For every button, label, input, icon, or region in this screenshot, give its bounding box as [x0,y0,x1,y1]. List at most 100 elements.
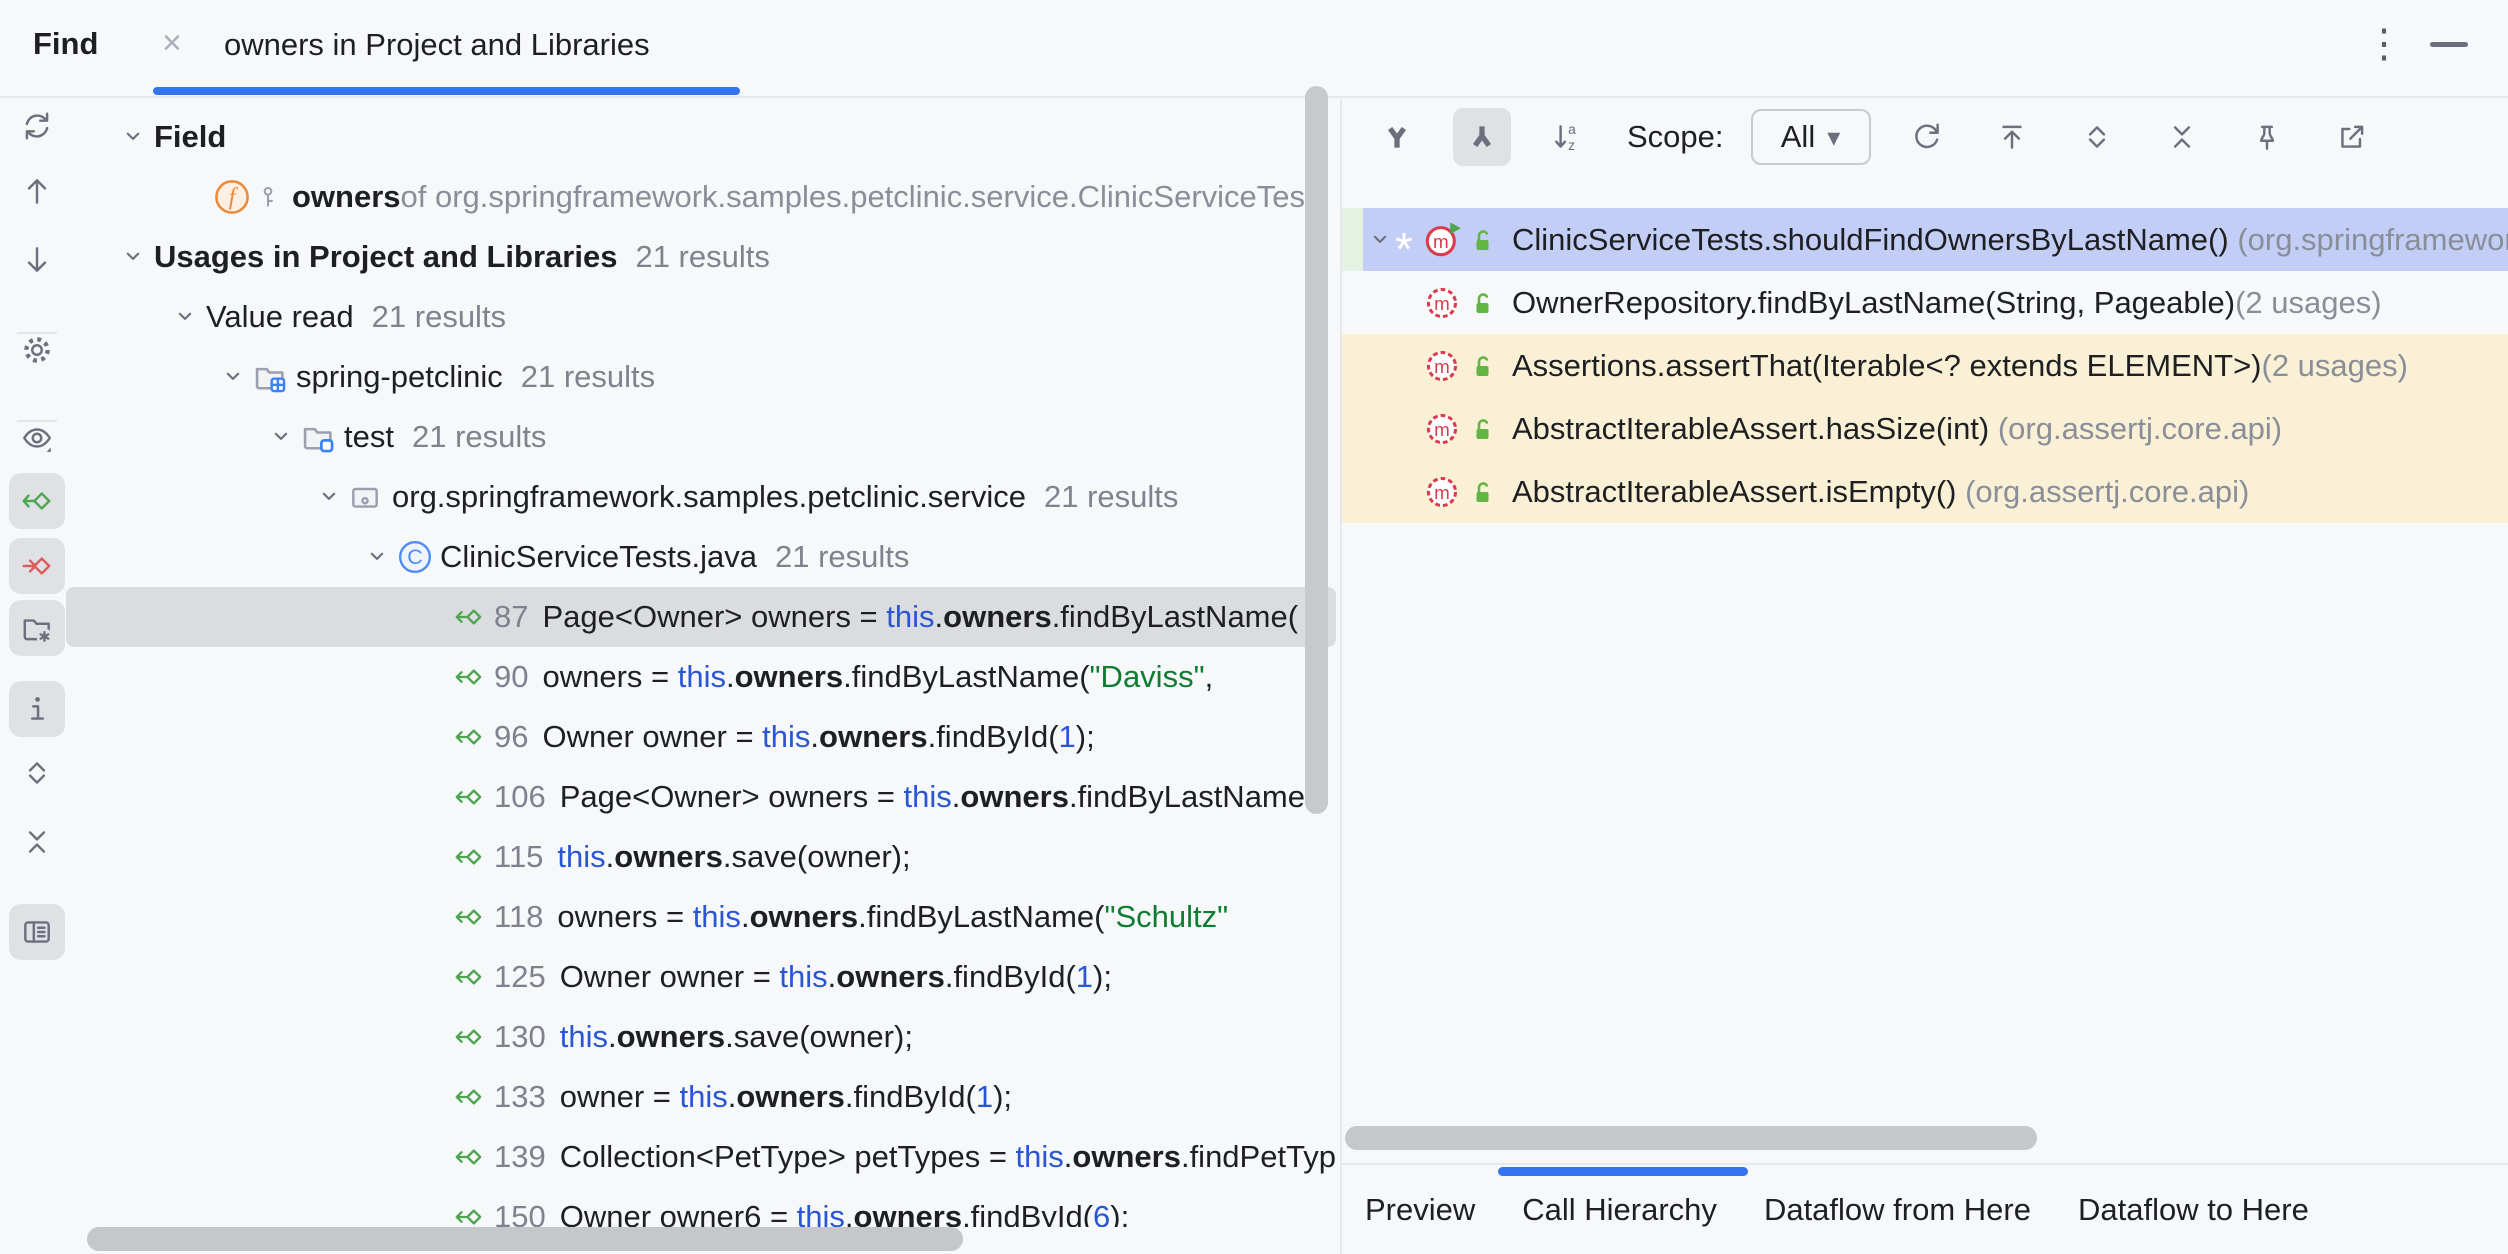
toolbar-button-refresh-hierarchy[interactable] [1898,108,1956,166]
chevron-expanded-icon[interactable] [314,482,348,512]
jump-to-source-icon [1995,120,2029,154]
module-icon [252,359,288,395]
toolbar-button-collapse-all[interactable] [2153,108,2211,166]
usage-read-icon [452,1080,486,1114]
sidebar-item-collapse-all[interactable] [9,814,65,870]
toolbar-button-jump-to-source[interactable] [1983,108,2041,166]
sidebar-item-previous-occurrence[interactable] [9,163,65,219]
scope-dropdown[interactable]: All ▾ [1750,109,1871,165]
tree-row-label: org.springframework.samples.petclinic.se… [392,479,1027,514]
toolbar-button-pin-tab[interactable] [2238,108,2296,166]
chevron-expanded-icon[interactable] [266,422,300,452]
svg-text:m: m [1434,482,1450,503]
usage-read-icon [452,900,486,934]
method-icon: m [1422,220,1462,260]
chevron-down-icon [170,302,200,332]
expand-all-icon [20,756,54,790]
usage-read-icon [452,660,486,694]
chevron-expanded-icon[interactable] [218,362,252,392]
toolbar-button-expand-all[interactable] [2068,108,2126,166]
line-number: 87 [494,599,529,634]
toolbar-divider [17,420,57,422]
lock-icon [1466,224,1498,256]
sidebar-item-show-usage-info[interactable] [9,681,65,737]
chevron-down-icon [314,482,344,512]
sidebar-item-next-occurrence[interactable] [9,232,65,288]
line-number: 118 [494,899,544,934]
toolbar-button-open-in-editor[interactable] [2323,108,2381,166]
tree-horizontal-scrollbar[interactable] [87,1227,963,1251]
chevron-expanded-icon[interactable] [1365,225,1395,255]
tree-row[interactable]: Field [66,107,1336,167]
scope-value: All [1780,119,1816,154]
result-count: 21 results [520,359,656,394]
bottom-tab-dataflow-to-here[interactable]: Dataflow to Here [2077,1192,2309,1227]
usage-read-icon [452,1200,486,1227]
hierarchy-horizontal-scrollbar[interactable] [1345,1126,2037,1150]
active-tab-underline [153,87,740,95]
bottom-tab-preview[interactable]: Preview [1365,1192,1476,1227]
tool-window-title: Find [33,26,99,61]
sidebar-item-refresh-usages[interactable] [9,98,65,154]
sidebar-item-expand-all[interactable] [9,745,65,801]
svg-text:m: m [1434,293,1450,314]
sidebar-item-settings[interactable] [9,322,65,378]
bottom-tabbar: Preview Call Hierarchy Dataflow from Here D… [1342,1180,2508,1240]
sidebar-item-show-read-access[interactable] [9,473,65,529]
chevron-expanded-icon[interactable] [118,122,152,152]
method-icon: m [1422,472,1462,512]
bottom-tab-call-hierarchy[interactable]: Call Hierarchy [1522,1192,1717,1227]
toolbar-button-hierarchy-callers[interactable] [1453,108,1511,166]
tree-row[interactable]: org.springframework.samples.petclinic.se… [66,467,1336,527]
open-in-editor-icon [2335,120,2369,154]
sidebar-item-group-by-directory[interactable] [9,600,65,656]
chevron-down-icon [218,362,248,392]
line-number: 115 [494,839,544,874]
sidebar-item-show-write-access[interactable] [9,538,65,594]
kebab-menu-icon[interactable]: ⋮ [2364,22,2404,66]
method-signature: Assertions.assertThat(Iterable<? extends… [1512,347,2262,383]
sidebar-item-preview-usages[interactable] [9,410,65,466]
tab-close-icon[interactable]: × [162,24,182,62]
sidebar-item-open-preview-panel[interactable] [9,904,65,960]
chevron-expanded-icon[interactable] [118,242,152,272]
usage-code-text: Owner owner = this.owners.findById(1); [559,959,1112,994]
toolbar-button-hierarchy-callees[interactable] [1368,108,1426,166]
chevron-down-icon: ▾ [1827,121,1841,152]
svg-text:m: m [1434,419,1450,440]
tree-row-label: Field [154,119,227,154]
scope-label: Scope: [1627,119,1724,154]
chevron-expanded-icon[interactable] [362,542,396,572]
chevron-expanded-icon[interactable] [170,302,204,332]
bottom-tab-dataflow-from-here[interactable]: Dataflow from Here [1763,1192,2031,1227]
find-results-tab[interactable]: owners in Project and Libraries [224,27,650,62]
result-count: 21 results [775,539,910,574]
minimize-icon[interactable] [2430,42,2468,47]
tree-vertical-scrollbar[interactable] [1305,86,1328,814]
